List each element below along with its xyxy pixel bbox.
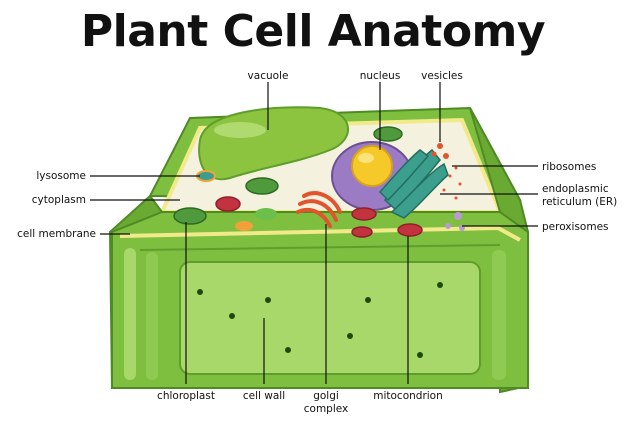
label-ribosomes: ribosomes bbox=[542, 161, 597, 173]
peroxisome bbox=[454, 212, 462, 220]
endoplasmic-reticulum bbox=[378, 148, 449, 219]
label-cell-wall: cell wall bbox=[242, 390, 286, 402]
label-er-line2: reticulum (ER) bbox=[542, 196, 618, 208]
cell-wall-front-panel bbox=[179, 261, 481, 375]
label-vesicles: vesicles bbox=[421, 70, 463, 82]
label-peroxisomes: peroxisomes bbox=[542, 221, 609, 233]
page-title: Plant Cell Anatomy bbox=[80, 6, 546, 57]
label-er-line1: endoplasmic bbox=[542, 183, 609, 195]
golgi-complex bbox=[296, 191, 342, 228]
label-vacuole: vacuole bbox=[247, 70, 289, 82]
vesicle bbox=[437, 143, 443, 149]
label-nucleus: nucleus bbox=[359, 70, 401, 82]
label-chloroplast: chloroplast bbox=[157, 390, 215, 402]
label-lysosome: lysosome bbox=[36, 170, 86, 182]
mitochondrion bbox=[215, 196, 241, 212]
label-golgi-line1: golgi bbox=[313, 390, 339, 402]
label-mitocondrion: mitocondrion bbox=[373, 390, 443, 402]
label-cell-membrane: cell membrane bbox=[17, 228, 96, 240]
label-cytoplasm: cytoplasm bbox=[31, 194, 86, 206]
chloroplast bbox=[245, 177, 279, 195]
cell-membrane-edge bbox=[119, 225, 521, 242]
nucleolus bbox=[351, 145, 393, 187]
label-golgi-line2: complex bbox=[303, 403, 349, 415]
